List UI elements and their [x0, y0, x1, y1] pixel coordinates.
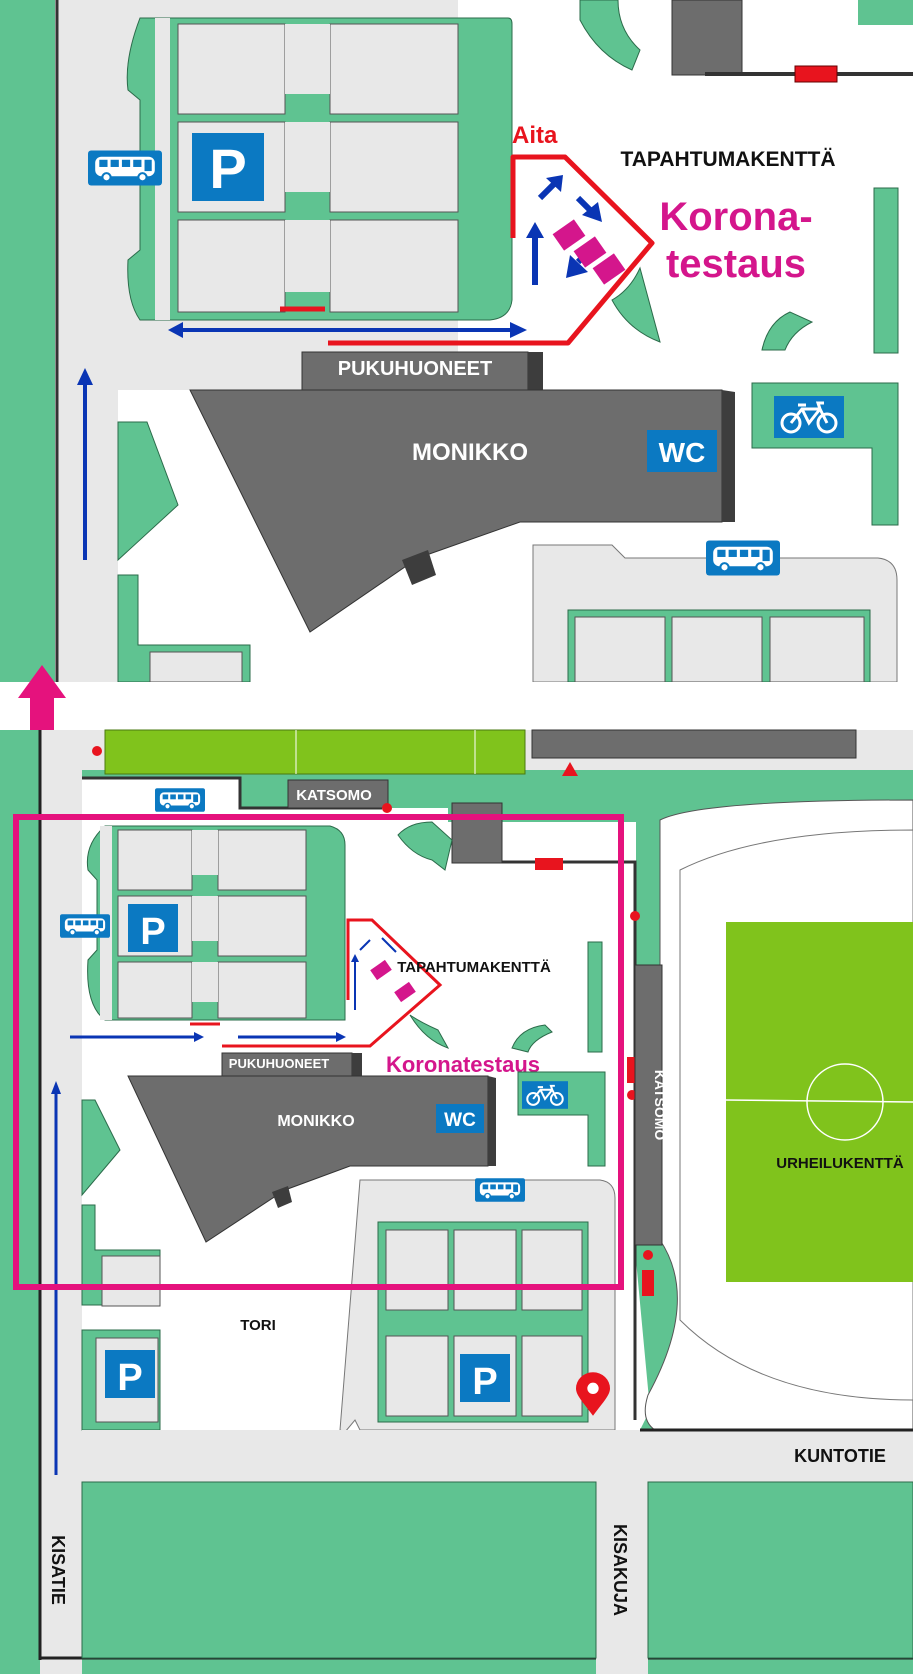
- stand-side-label: KATSOMO: [652, 1070, 668, 1141]
- overview-wc-sign: [436, 1104, 484, 1133]
- monikko-label: MONIKKO: [412, 439, 528, 466]
- kisatie-label: KISATIE: [48, 1535, 68, 1605]
- bus-icon: [706, 540, 780, 576]
- kuntotie-label: KUNTOTIE: [794, 1446, 886, 1466]
- wc-label: WC: [659, 437, 706, 468]
- kisakuja-label: KISAKUJA: [610, 1524, 630, 1616]
- fence-line: [280, 154, 655, 346]
- top-building: [671, 0, 743, 76]
- left-green-strip: [0, 0, 55, 682]
- katsomo-top: [287, 779, 389, 809]
- fence-label: Aita: [512, 122, 558, 149]
- detail-parking-label: P: [209, 137, 246, 200]
- bus-icon: [475, 1178, 525, 1202]
- kisakuja-road: [596, 1482, 648, 1674]
- overview-parking-sign: [128, 904, 178, 952]
- testing-booths: [552, 219, 626, 285]
- overview-monikko-label: MONIKKO: [277, 1113, 354, 1130]
- bicycle-icon: [522, 1081, 568, 1109]
- overview-map: KATSOMO P: [0, 729, 913, 1674]
- overview-parking-sign-3: [460, 1354, 510, 1402]
- overview-parking-sign-2: [105, 1350, 155, 1398]
- overview-parking-label-2: P: [117, 1357, 142, 1399]
- bicycle-icon: [773, 396, 845, 438]
- kuntotie-road: [82, 1430, 913, 1482]
- bus-icon: [155, 788, 205, 812]
- overview-wc-label: WC: [444, 1110, 476, 1131]
- testing-label-line2: testaus: [666, 242, 806, 286]
- overview-event-field-label: TAPAHTUMAKENTTÄ: [397, 959, 551, 976]
- detail-map: P Aita TAPA: [0, 0, 913, 683]
- event-field-label: TAPAHTUMAKENTTÄ: [620, 148, 835, 171]
- wc-sign: [647, 430, 717, 472]
- overview-parking-label-3: P: [472, 1361, 497, 1403]
- kisatie-road-overview: [40, 730, 82, 1674]
- katsomo-side: [634, 964, 663, 1246]
- bus-icon: [60, 914, 110, 938]
- changing-rooms-label: PUKUHUONEET: [338, 358, 492, 380]
- overview-parking-label: P: [140, 911, 165, 953]
- tori-label: TORI: [240, 1317, 276, 1334]
- lime-pitch-top: [104, 729, 526, 775]
- overview-testing-label: Koronatestaus: [386, 1052, 540, 1077]
- testing-label-line1: Korona-: [659, 195, 812, 239]
- stand-top-label: KATSOMO: [296, 787, 372, 804]
- detail-parking-sign: [192, 133, 264, 201]
- overview-changing-rooms-label: PUKUHUONEET: [229, 1056, 329, 1071]
- kisatie-road: [55, 0, 118, 682]
- bus-icon: [88, 150, 162, 186]
- sports-field-label: URHEILUKENTTÄ: [776, 1155, 904, 1172]
- zoom-frame: [13, 814, 624, 1290]
